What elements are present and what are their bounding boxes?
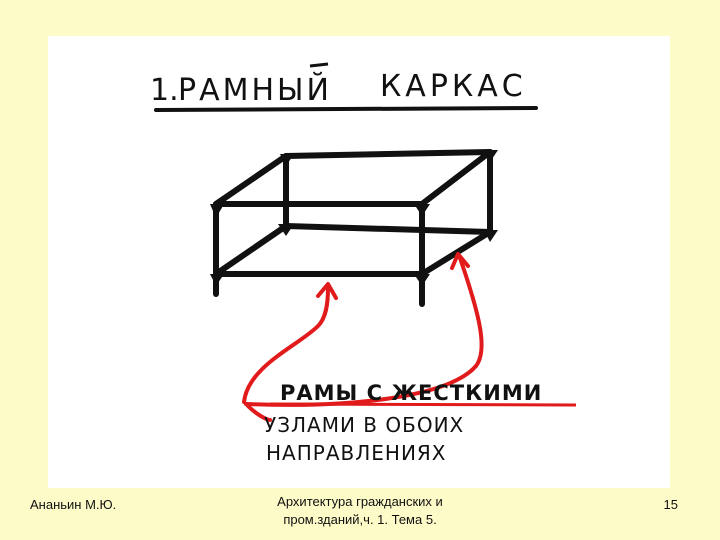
slide-image: 1. РАМНЫЙ КАРКАС (48, 36, 670, 488)
joint-marker (280, 154, 294, 166)
frame-structure (213, 149, 493, 307)
arrow-join (246, 404, 272, 422)
footer-author: Ананьин М.Ю. (30, 497, 117, 512)
footer-course: Архитектура гражданских и пром.зданий,ч.… (240, 493, 480, 529)
joint-marker (414, 274, 430, 286)
title-word-ramny: РАМНЫЙ (178, 72, 332, 108)
frame-diagram: 1. РАМНЫЙ КАРКАС (150, 62, 577, 465)
beam-top-left (213, 153, 289, 207)
note-line-2: УЗЛАМИ В ОБОИХ (264, 413, 464, 437)
rigid-joints (210, 150, 498, 286)
title-number: 1. (150, 73, 179, 108)
page-number: 15 (663, 497, 678, 512)
arrow-left-head (316, 282, 338, 300)
note-line-1: РАМЫ С ЖЕСТКИМИ (280, 381, 542, 405)
joint-marker (414, 204, 430, 216)
title-word-karkas: КАРКАС (380, 69, 527, 104)
beam-mid-right (419, 229, 493, 277)
title-underline (154, 106, 538, 112)
title-breve-mark (309, 62, 329, 68)
joint-marker (210, 274, 224, 286)
footer-course-line-1: Архитектура гражданских и (277, 494, 443, 509)
joint-marker (484, 230, 498, 242)
joint-marker (484, 150, 498, 162)
note-underline (269, 402, 577, 407)
joint-marker (278, 224, 294, 236)
beam-top-right (419, 149, 493, 207)
footer-course-line-2: пром.зданий,ч. 1. Тема 5. (283, 512, 437, 527)
beam-mid-back (283, 223, 493, 235)
beam-top-back (283, 149, 493, 159)
joint-marker (210, 204, 224, 218)
arrow-right-head (450, 252, 470, 270)
arrow-left (242, 286, 330, 404)
note-line-3: НАПРАВЛЕНИЯХ (266, 441, 447, 465)
beam-mid-left (213, 223, 289, 277)
